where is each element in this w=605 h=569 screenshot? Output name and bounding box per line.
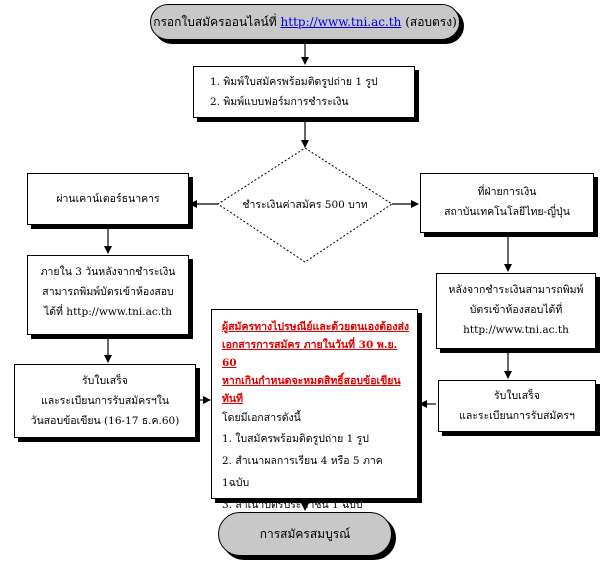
right-receipt-box: รับใบเสร็จ และระเบียนการรับสมัครฯ	[438, 380, 596, 432]
bank-counter-label: ผ่านเคาน์เตอร์ธนาคาร	[56, 193, 160, 205]
finance-dept-line-2: สถาบันเทคโนโลยีไทย-ญี่ปุ่น	[444, 206, 570, 218]
end-label: การสมัครสมบูรณ์	[259, 526, 351, 541]
finance-dept-line-1: ที่ฝ่ายการเงิน	[477, 186, 537, 198]
start-label: กรอกใบสมัครออนไลน์ที่	[153, 14, 277, 29]
right-receipt-line-2: และระเบียนการรับสมัครฯ	[459, 410, 575, 422]
left-receipt-box: รับใบเสร็จ และระเบียนการรับสมัครฯใน วันส…	[14, 364, 196, 438]
start-suffix: (สอบตรง)	[405, 14, 457, 29]
documents-box: ผู้สมัครทางไปรษณีย์และด้วยตนเองต้องส่ง เ…	[211, 309, 418, 511]
decision-diamond	[217, 147, 393, 263]
step-print-box: 1. พิมพ์ใบสมัครพร้อมติดรูปถ่าย 1 รูป 2. …	[193, 66, 415, 118]
documents-item-1: 1. ใบสมัครพร้อมติดรูปถ่าย 1 รูป	[222, 433, 369, 445]
right-receipt-line-1: รับใบเสร็จ	[494, 390, 540, 402]
documents-warning-2: เอกสารการสมัคร ภายในวันที่ 30 พ.ย. 60	[222, 339, 398, 369]
step-print-line-2: 2. พิมพ์แบบฟอร์มการชำระเงิน	[210, 96, 349, 108]
left-print-card-box: ภายใน 3 วันหลังจากชำระเงิน สามารถพิมพ์บั…	[27, 255, 189, 335]
start-url-link[interactable]: http://www.tni.ac.th	[280, 15, 402, 29]
documents-item-3: 3. สำเนาบัตรประชาชน 1 ฉบับ	[222, 499, 363, 511]
documents-warning-1: ผู้สมัครทางไปรษณีย์และด้วยตนเองต้องส่ง	[222, 321, 410, 333]
right-print-card-line-2: บัตรเข้าห้องสอบได้ที่	[469, 304, 563, 316]
step-print-line-1: 1. พิมพ์ใบสมัครพร้อมติดรูปถ่าย 1 รูป	[210, 76, 378, 88]
left-print-card-line-1: ภายใน 3 วันหลังจากชำระเงิน	[40, 266, 176, 278]
documents-intro: โดยมีเอกสารดังนี้	[222, 412, 301, 424]
decision-label: ชำระเงินค่าสมัคร 500 บาท	[242, 199, 368, 211]
documents-warning-3: หากเกินกำหนดจะหมดสิทธิ์สอบข้อเขียนทันที	[222, 375, 401, 405]
start-node: กรอกใบสมัครออนไลน์ที่ http://www.tni.ac.…	[150, 4, 460, 40]
finance-dept-box: ที่ฝ่ายการเงิน สถาบันเทคโนโลยีไทย-ญี่ปุ่…	[420, 173, 594, 233]
bank-counter-box: ผ่านเคาน์เตอร์ธนาคาร	[27, 173, 189, 225]
documents-item-2: 2. สำเนาผลการเรียน 4 หรือ 5 ภาค 1ฉบับ	[222, 455, 383, 489]
left-receipt-line-2: และระเบียนการรับสมัครฯใน	[40, 395, 170, 407]
left-print-card-line-2: สามารถพิมพ์บัตรเข้าห้องสอบ	[42, 286, 174, 298]
right-print-card-box: หลังจากชำระเงินสามารถพิมพ์ บัตรเข้าห้องส…	[436, 273, 596, 349]
left-print-card-line-3: ได้ที่ http://www.tni.ac.th	[43, 306, 173, 318]
end-node: การสมัครสมบูรณ์	[218, 512, 392, 556]
left-receipt-line-3: วันสอบข้อเขียน (16-17 ธ.ค.60)	[30, 415, 180, 427]
right-print-card-line-1: หลังจากชำระเงินสามารถพิมพ์	[448, 284, 584, 296]
right-print-card-line-3: http://www.tni.ac.th	[463, 324, 569, 336]
left-receipt-line-1: รับใบเสร็จ	[82, 375, 128, 387]
